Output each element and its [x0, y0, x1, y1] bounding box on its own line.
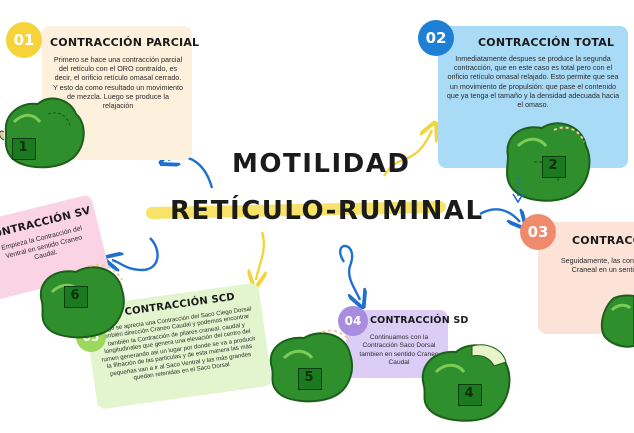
arrow-to-card-06 — [112, 237, 159, 270]
stomach-2-dotted-arrow — [512, 178, 524, 204]
main-title-line1: MOTILIDAD — [232, 149, 411, 179]
card-03-text: Seguidamente, las con Craneal en un sent… — [560, 256, 634, 275]
card-02-text: Inmediatamente despues se produce la seg… — [446, 54, 620, 110]
arrow-to-card-02 — [382, 130, 432, 177]
badge-02: 02 — [418, 20, 454, 56]
stomach-3-illustration — [600, 294, 634, 348]
arrow-to-card-05 — [256, 231, 264, 280]
stomach-2-label: 2 — [548, 158, 558, 173]
arrow-to-card-01 — [168, 157, 214, 189]
badge-01: 01 — [6, 22, 42, 58]
stomach-2-label-box — [542, 156, 566, 178]
card-04-text: Continuamos con la Contracción Saco Dors… — [359, 334, 439, 367]
stomach-4-illustration — [421, 344, 511, 422]
stomach-5-illustration — [269, 329, 353, 403]
stomach-1-illustration — [0, 97, 85, 169]
stomach-5-label: 5 — [304, 370, 314, 385]
stomach-5-label-box — [298, 368, 322, 390]
badge-04: 04 — [338, 306, 368, 336]
main-title-line2: RETÍCULO-RUMINAL — [170, 196, 484, 226]
card-04-title: CONTRACCIÓN SD — [370, 315, 469, 326]
badge-03: 03 — [520, 214, 556, 250]
stomach-1-label-box — [12, 138, 36, 160]
stomach-4-label: 4 — [464, 386, 474, 401]
card-01-text: Primero se hace una contracción parcial … — [52, 55, 184, 111]
card-02-title: CONTRACCIÓN TOTAL — [478, 36, 615, 49]
stomach-6-label: 6 — [70, 288, 80, 303]
card-03-title: CONTRACC — [572, 234, 634, 247]
card-01-title: CONTRACCIÓN PARCIAL — [50, 36, 200, 49]
arrow-to-card-03 — [479, 208, 520, 222]
stomach-1-label: 1 — [18, 140, 28, 155]
stomach-6-label-box — [64, 286, 88, 308]
stomach-4-label-box — [458, 384, 482, 406]
arrow-to-card-04 — [339, 244, 360, 300]
